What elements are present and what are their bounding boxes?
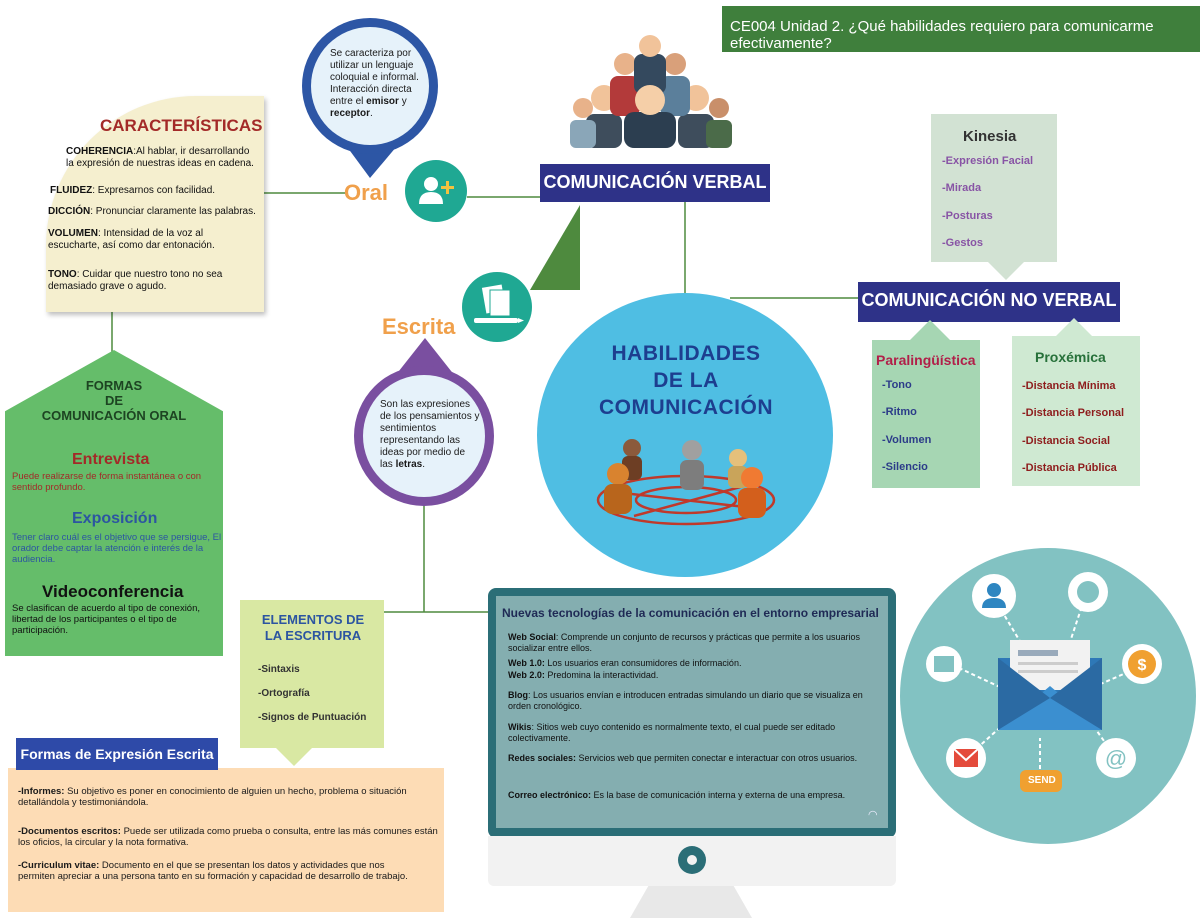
proxemica-item: -Distancia Pública [1022, 462, 1117, 474]
exposicion-text: Tener claro cuál es el objetivo que se p… [12, 532, 222, 565]
elementos-tail [274, 746, 314, 766]
paralinguistica-title: Paralingüística [876, 352, 976, 368]
informes-item: -Informes: Su objetivo es poner en conoc… [18, 786, 407, 808]
tec-item: Web Social: Comprende un conjunto de rec… [508, 632, 861, 653]
videoconferencia-heading: Videoconferencia [42, 582, 184, 601]
tec-item: Wikis: Sitios web cuyo contenido es norm… [508, 722, 836, 743]
formas-escrita-title: Formas de Expresión Escrita [16, 738, 218, 770]
elementos-item: -Ortografía [258, 688, 310, 699]
paraling-item: -Tono [882, 379, 912, 391]
email-network-graphic: $ @ [926, 572, 1162, 792]
paraling-item: -Volumen [882, 434, 932, 446]
proxemica-item: -Distancia Mínima [1022, 380, 1116, 392]
elementos-panel [240, 600, 384, 748]
kinesia-tail [986, 260, 1026, 280]
formas-oral-title: FORMAS DE COMUNICACIÓN ORAL [41, 378, 187, 423]
formas-escrita-panel [8, 768, 444, 912]
documents-pen-icon [462, 272, 532, 342]
oral-description: Se caracteriza por utilizar un lenguaje … [330, 48, 419, 119]
carac-item-coherencia: COHERENCIA:Al hablar, ir desarrollando l… [66, 146, 254, 169]
tec-item: Redes sociales: Servicios web que permit… [508, 753, 858, 763]
paraling-tail [910, 320, 950, 340]
proxemica-tail [1054, 318, 1094, 338]
svg-text:$: $ [1138, 657, 1147, 674]
exposicion-heading: Exposición [72, 510, 158, 527]
verbal-arrow [530, 205, 580, 290]
entrevista-heading: Entrevista [72, 451, 150, 468]
tec-item: Web 2.0: Predomina la interactividad. [508, 670, 659, 680]
kinesia-item: -Posturas [942, 210, 993, 222]
elementos-item: -Sintaxis [258, 664, 300, 675]
wifi-icon: ◠ [868, 809, 878, 821]
caracteristicas-title: CARACTERÍSTICAS [100, 116, 263, 135]
carac-item-fluidez: FLUIDEZ: Expresarnos con facilidad. [50, 185, 216, 196]
escrita-description: Son las expresiones de los pensamientos … [380, 399, 480, 470]
proxemica-panel [1012, 336, 1140, 486]
comunicacion-verbal-title: COMUNICACIÓN VERBAL [540, 164, 770, 202]
tec-item: Web 1.0: Los usuarios eran consumidores … [508, 658, 742, 668]
svg-text:@: @ [1105, 746, 1127, 771]
power-button-icon [678, 846, 706, 874]
kinesia-panel [931, 114, 1057, 262]
people-group-icon [570, 35, 732, 148]
paralinguistica-panel [872, 340, 980, 488]
elementos-item: -Signos de Puntuación [258, 712, 367, 723]
page-header: CE004 Unidad 2. ¿Qué habilidades requier… [722, 6, 1200, 52]
center-title: HABILIDADES DE LA COMUNICACIÓN [599, 342, 773, 419]
tec-item: Correo electrónico: Es la base de comuni… [508, 790, 846, 800]
documentos-item: -Documentos escritos: Puede ser utilizad… [18, 826, 438, 848]
paraling-item: -Ritmo [882, 406, 917, 418]
paraling-item: -Silencio [882, 461, 928, 473]
oral-label: Oral [344, 180, 389, 205]
proxemica-title: Proxémica [1035, 349, 1106, 365]
oral-bubble-inner [311, 27, 429, 145]
kinesia-title: Kinesia [963, 128, 1017, 145]
curriculum-item: -Curriculum vitae: Documento en el que s… [18, 860, 408, 882]
carac-item-tono: TONO: Cuidar que nuestro tono no sea dem… [48, 269, 223, 292]
carac-item-diccion: DICCIÓN: Pronunciar claramente las palab… [48, 206, 256, 217]
kinesia-item: -Gestos [942, 237, 983, 249]
center-circle [537, 293, 833, 577]
tecnologias-title: Nuevas tecnologías de la comunicación en… [502, 606, 879, 620]
send-label: SEND [1028, 775, 1056, 786]
elementos-title: ELEMENTOS DE LA ESCRITURA [261, 612, 365, 643]
comunicacion-no-verbal-title: COMUNICACIÓN NO VERBAL [858, 282, 1120, 322]
videoconferencia-text: Se clasifican de acuerdo al tipo de cone… [12, 603, 201, 636]
monitor-stand [630, 886, 752, 918]
kinesia-item: -Mirada [942, 182, 982, 194]
proxemica-item: -Distancia Personal [1022, 407, 1125, 419]
tec-item: Blog: Los usuarios envían e introducen e… [508, 690, 863, 711]
escrita-label: Escrita [382, 314, 456, 339]
proxemica-item: -Distancia Social [1022, 435, 1111, 447]
kinesia-item: -Expresión Facial [942, 155, 1034, 167]
formas-oral-panel [5, 350, 223, 656]
entrevista-text: Puede realizarse de forma instantánea o … [12, 471, 202, 493]
monitor-screen [496, 596, 888, 828]
network-people-icon [596, 439, 776, 526]
escrita-bubble-inner [363, 375, 485, 497]
carac-item-volumen: VOLUMEN: Intensidad de la voz al escucha… [48, 228, 215, 251]
add-user-icon [405, 160, 467, 222]
